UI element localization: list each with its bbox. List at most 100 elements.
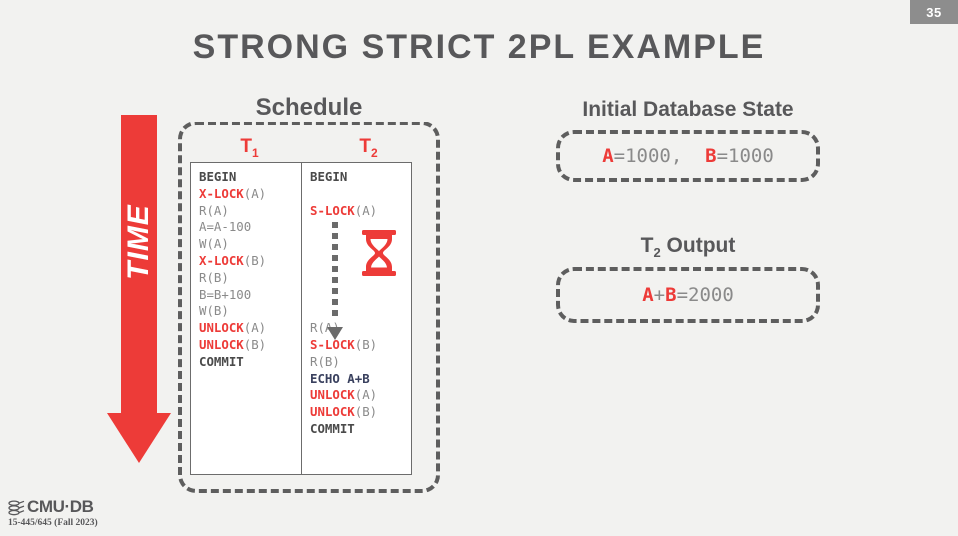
code-token: R(B) — [310, 353, 340, 369]
footer: CMU·DB 15-445/645 (Fall 2023) — [8, 497, 228, 528]
code-token: COMMIT — [310, 420, 355, 436]
code-line: UNLOCK(A) — [199, 320, 301, 337]
value-variable: B — [665, 284, 677, 306]
code-token: COMMIT — [199, 353, 244, 369]
txn-header-t1-sub: 1 — [251, 145, 259, 160]
page-number-badge: 35 — [910, 0, 958, 24]
time-arrow: TIME — [107, 115, 171, 463]
code-line: A=A-100 — [199, 219, 301, 236]
code-line: UNLOCK(B) — [199, 337, 301, 354]
code-token: (A) — [243, 320, 267, 336]
time-arrow-label: TIME — [122, 204, 155, 280]
code-line: R(B) — [310, 354, 411, 371]
code-line: BEGIN — [310, 169, 411, 186]
course-label: 15-445/645 (Fall 2023) — [8, 518, 98, 528]
code-line: R(A) — [199, 203, 301, 220]
code-line — [310, 287, 411, 304]
wait-arrow-dot — [332, 288, 338, 294]
wait-arrow-dot — [332, 310, 338, 316]
initial-db-state-panel: A=1000, B=1000 — [556, 130, 820, 182]
cmu-db-logo-text: CMU·DB — [27, 497, 94, 516]
schedule-caption: Schedule — [178, 94, 440, 122]
txn-header-t2-sub: 2 — [370, 145, 378, 160]
code-token: (B) — [354, 336, 378, 352]
t2-output-panel: A+B=2000 — [556, 267, 820, 323]
cmu-db-logo-mark — [8, 499, 25, 516]
code-line: S-LOCK(A) — [310, 203, 411, 220]
value-text: + — [653, 284, 666, 306]
code-token — [310, 186, 317, 201]
t2-output-value: A+B=2000 — [642, 284, 734, 306]
code-token: (A) — [354, 387, 378, 403]
code-line: X-LOCK(A) — [199, 186, 301, 203]
value-text: =1000, — [613, 145, 706, 167]
transaction-headers: T1 T2 — [190, 136, 428, 160]
wait-arrow-dot — [332, 299, 338, 305]
code-column-t2: BEGIN S-LOCK(A) R(A)S-LOCK(B)R(B)ECHO A+… — [301, 163, 411, 474]
code-token: (B) — [243, 252, 267, 268]
code-token: BEGIN — [310, 169, 348, 184]
wait-arrow-dot — [332, 266, 338, 272]
code-line: UNLOCK(B) — [310, 404, 411, 421]
code-token: (A) — [243, 185, 267, 201]
code-token — [310, 270, 317, 285]
code-line: W(A) — [199, 236, 301, 253]
code-token: (A) — [354, 202, 378, 218]
hourglass-icon — [359, 229, 399, 277]
wait-arrow-dot — [332, 277, 338, 283]
txn-header-t2-letter: T — [359, 136, 371, 157]
code-token: X-LOCK — [199, 252, 244, 268]
code-token: B=B+100 — [199, 286, 252, 302]
code-line: COMMIT — [199, 354, 301, 371]
code-token: ECHO A+B — [310, 370, 370, 386]
cmu-db-logo: CMU·DB — [8, 497, 228, 517]
schedule-dashed-panel — [178, 121, 440, 493]
t2-output-caption-letter: T — [640, 234, 654, 257]
code-token: (B) — [354, 404, 378, 420]
code-line: R(B) — [199, 270, 301, 287]
code-token: BEGIN — [199, 169, 237, 184]
code-token: UNLOCK — [310, 387, 355, 403]
code-token — [310, 236, 317, 251]
code-token: UNLOCK — [199, 320, 244, 336]
txn-header-t1-letter: T — [240, 136, 252, 157]
code-line: W(B) — [199, 303, 301, 320]
txn-header-t2: T2 — [309, 136, 428, 160]
code-token: UNLOCK — [199, 336, 244, 352]
wait-arrow-dot — [332, 233, 338, 239]
code-token — [310, 303, 317, 318]
t2-output-caption: T2 Output — [538, 234, 838, 260]
code-token: R(B) — [199, 269, 229, 285]
value-variable: A — [642, 284, 654, 306]
value-text: =2000 — [676, 284, 734, 306]
time-arrow-shaft — [121, 115, 157, 415]
code-token — [310, 253, 317, 268]
code-token — [310, 219, 317, 234]
code-token: (B) — [243, 336, 267, 352]
code-token: R(A) — [199, 202, 229, 218]
t2-output-caption-sub: 2 — [653, 245, 661, 261]
time-arrow-head — [107, 413, 171, 463]
code-line: ECHO A+B — [310, 371, 411, 388]
code-line: B=B+100 — [199, 287, 301, 304]
code-token: W(A) — [199, 236, 229, 252]
code-token: UNLOCK — [310, 404, 355, 420]
code-line: COMMIT — [310, 421, 411, 438]
wait-arrow-tip — [327, 327, 343, 340]
value-variable: A — [602, 145, 614, 167]
code-line: UNLOCK(A) — [310, 387, 411, 404]
code-line: X-LOCK(B) — [199, 253, 301, 270]
code-line — [310, 186, 411, 203]
wait-dotted-arrow — [327, 222, 346, 340]
value-variable: B — [705, 145, 717, 167]
code-token — [310, 287, 317, 302]
code-token: A=A-100 — [199, 219, 252, 235]
page-title: STRONG STRICT 2PL EXAMPLE — [192, 28, 766, 66]
code-token: W(B) — [199, 303, 229, 319]
code-token: S-LOCK — [310, 202, 355, 218]
wait-arrow-dot — [332, 222, 338, 228]
t2-output-caption-rest: Output — [660, 234, 736, 257]
wait-arrow-dot — [332, 244, 338, 250]
code-line: S-LOCK(B) — [310, 337, 411, 354]
